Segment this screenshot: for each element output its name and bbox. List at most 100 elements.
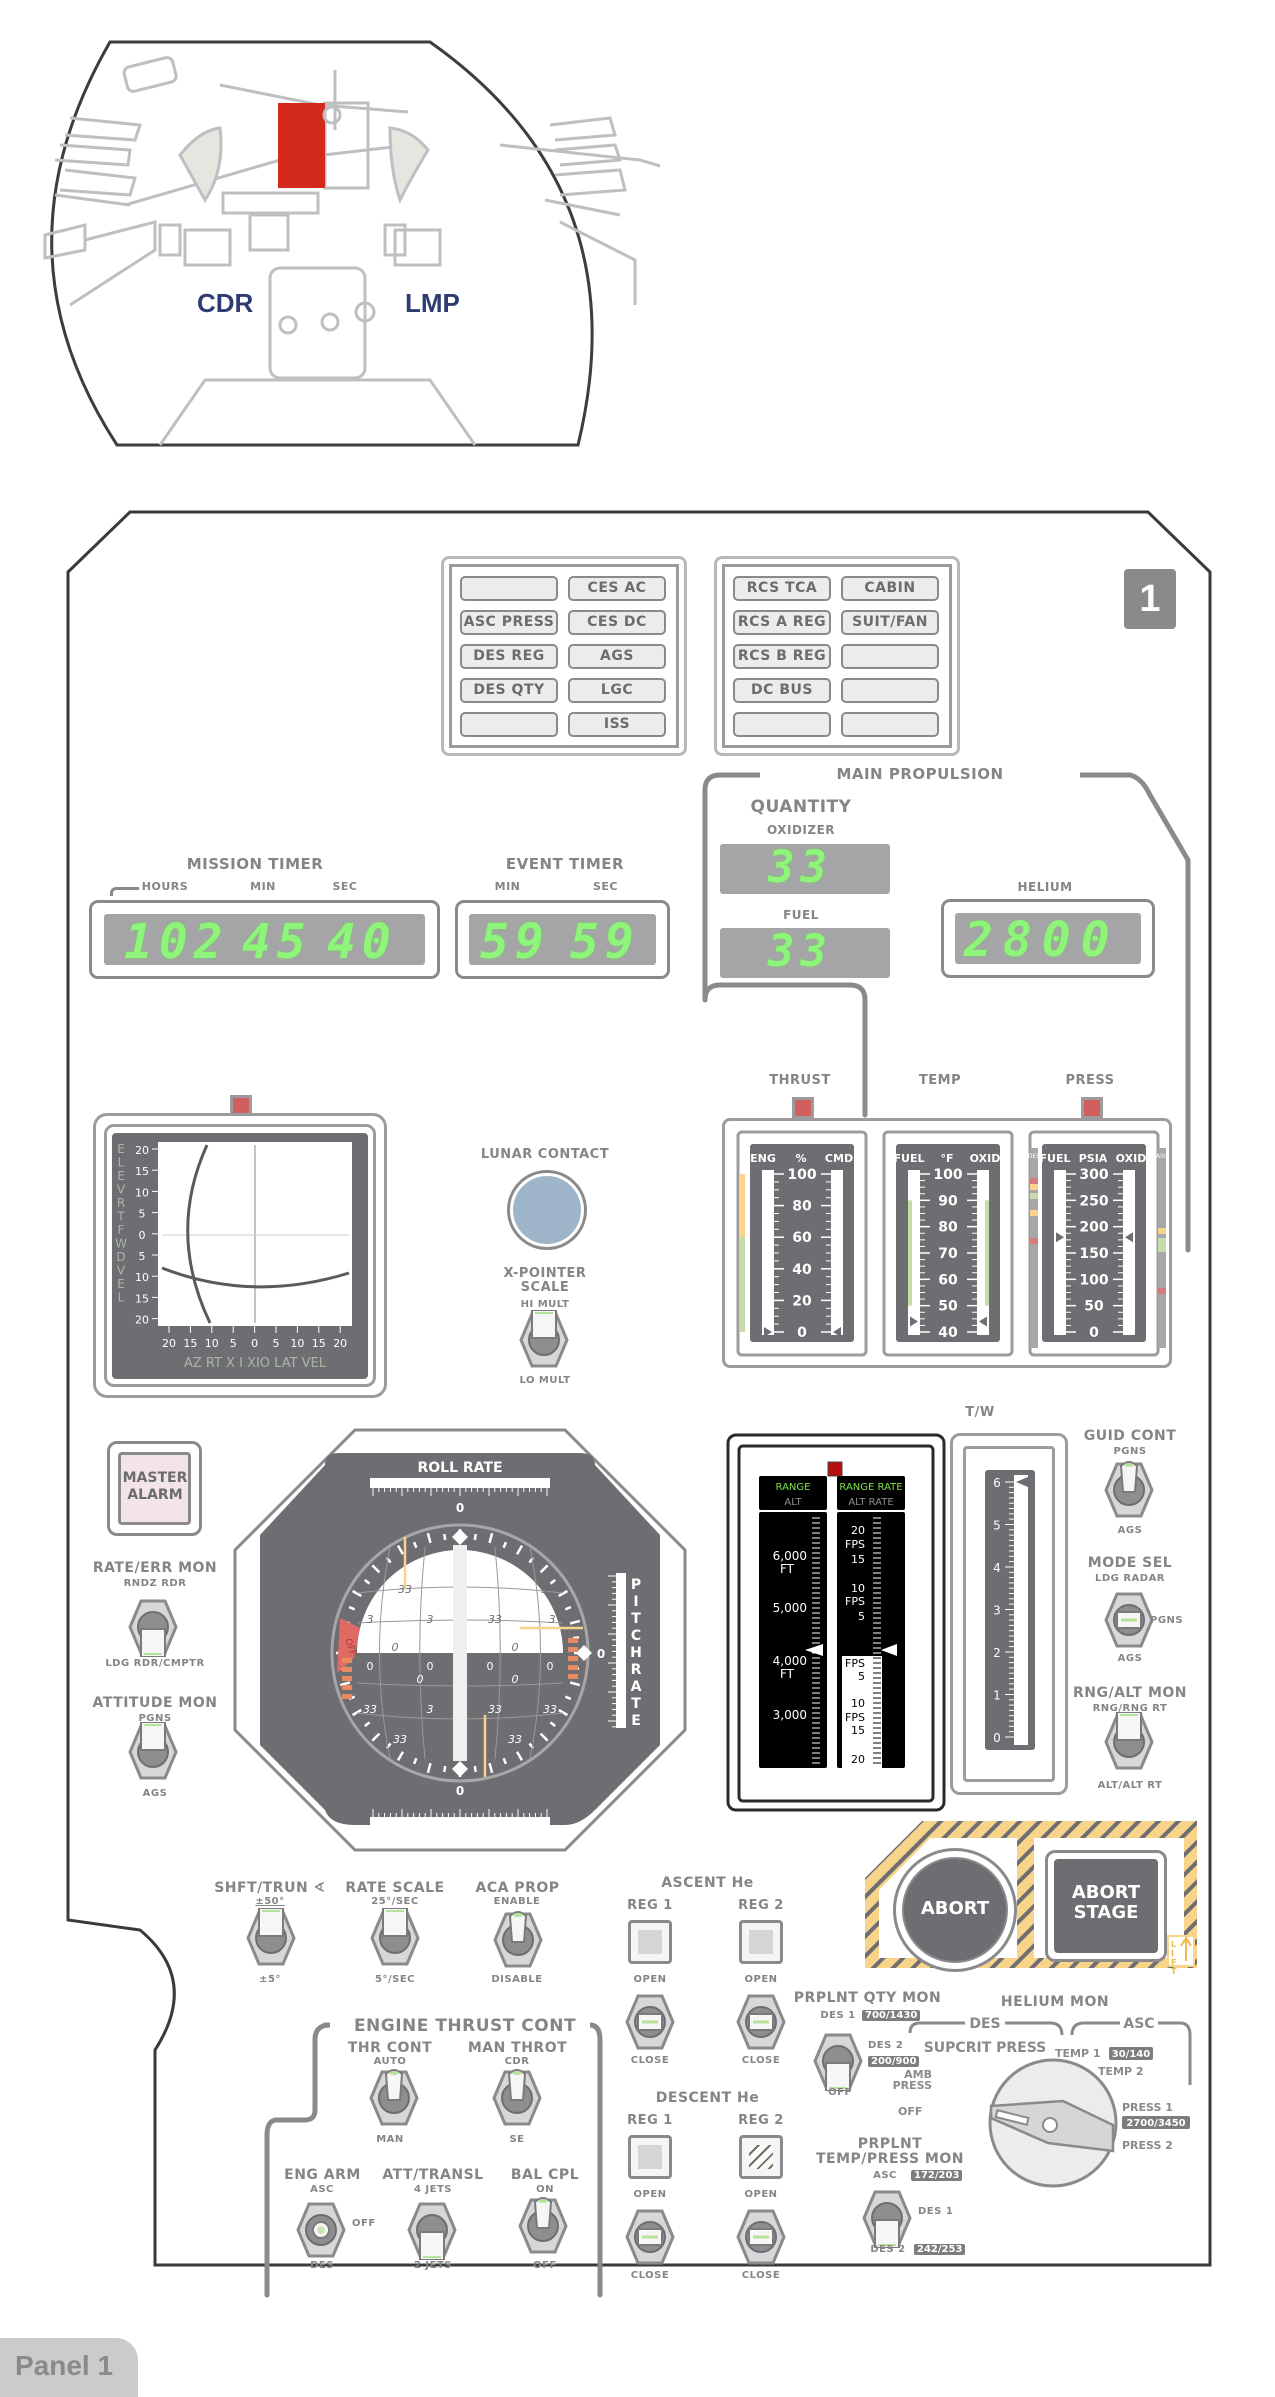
attitude-mon-toggle[interactable] [128,1721,178,1780]
mode-sel-toggle[interactable] [1104,1590,1154,1648]
ascent-he-reg1-close: CLOSE [630,2055,670,2066]
alt-tick: 6,000 [773,1549,807,1563]
caution-right-light [733,712,831,737]
abort-label: ABORT [920,1898,990,1919]
guid-cont-up: PGNS [1113,1446,1147,1457]
thrust-label: THRUST [769,1073,831,1088]
caution-right-light: DC BUS [733,678,831,703]
svg-text:R: R [631,1662,642,1678]
fdai-ball-mark: 0 [512,1641,519,1654]
temp-meter-header: °F [940,1152,953,1165]
ascent-he-reg1-switch[interactable] [625,1992,675,2050]
prplnt-qty-des1: DES 1 [820,2010,856,2021]
x-pointer-x-tick: 5 [230,1337,237,1350]
mission-timer-display: 102 45 40 [89,900,440,979]
press-tick-label: 200 [1079,1220,1108,1236]
att-transl-toggle[interactable] [407,2200,457,2261]
prplnt-temp-des1: DES 1 [918,2206,954,2217]
man-throt-up: CDR [504,2056,530,2067]
svg-text:V: V [117,1183,126,1197]
prplnt-temp-press-toggle[interactable] [862,2188,912,2249]
eng-arm-up: ASC [310,2184,334,2195]
temp-meter-header: FUEL [894,1152,925,1165]
rate-err-mon-title: RATE/ERR MON [92,1560,218,1576]
svg-text:A: A [631,1679,642,1695]
ascent-he-reg2-close: CLOSE [741,2055,781,2066]
thrust-tick-label: 60 [792,1230,812,1246]
alt-rate-pointer [881,1644,897,1656]
thr-cont-toggle[interactable] [369,2068,419,2126]
eng-arm-switch[interactable] [296,2200,346,2258]
altitude-tape [759,1512,827,1768]
fdai-roll-needle [453,1545,467,1761]
svg-text:D: D [116,1250,125,1264]
ascent-he-reg2-switch[interactable] [736,1992,786,2050]
rate-tick: 15 [851,1724,865,1737]
fdai-ball-mark: 3 [542,1583,549,1596]
tw-tick: 6 [993,1476,1001,1490]
des-strip [1030,1148,1038,1348]
press-tick-label: 150 [1079,1246,1108,1262]
att-transl-title: ATT/TRANSL [382,2167,484,2183]
rate-err-mon-toggle[interactable] [128,1597,178,1658]
descent-he-title: DESCENT He [655,2090,760,2106]
shft-trun-up: ±50° [255,1896,285,1907]
abort-stage-button[interactable]: ABORT STAGE [1045,1850,1167,1962]
highlighted-panel-1[interactable] [278,103,325,188]
shft-trun-toggle[interactable] [246,1907,296,1966]
rate-tick: 5 [858,1670,865,1683]
x-pointer-y-tick: 0 [139,1229,146,1242]
cabin-overview: CDR LMP [43,40,660,447]
descent-he-reg1-switch[interactable] [625,2207,675,2265]
master-alarm-button[interactable]: MASTER ALARM [107,1441,202,1536]
thrust-right-pointer [833,1327,841,1337]
x-pointer-y-tick: 20 [135,1144,149,1157]
attitude-mon-title: ATTITUDE MON [92,1695,218,1711]
temp-tick-label: 90 [938,1193,958,1209]
guid-cont-toggle[interactable] [1104,1460,1154,1518]
thrust-left-tape [762,1170,774,1335]
fuel-label: FUEL [783,908,819,922]
x-pointer-scale-toggle[interactable] [519,1309,569,1368]
lunar-contact-label: LUNAR CONTACT [480,1147,610,1162]
man-throt-toggle[interactable] [492,2068,542,2126]
svg-text:FT: FT [780,1562,795,1576]
x-pointer-bottom-label: AZ RT X I XIO LAT VEL [184,1356,327,1371]
x-pointer-horizontal-needle [161,1266,350,1289]
rng-alt-mon-up: RNG/RNG RT [1092,1703,1168,1714]
prplnt-qty-des2: DES 2 [868,2040,904,2051]
aca-prop-toggle[interactable] [493,1910,543,1968]
svg-text:AMB: AMB [904,2068,932,2081]
prplnt-qty-mon-toggle[interactable] [813,2031,863,2092]
caution-left-light: ISS [568,712,666,737]
press-left-tape [1054,1170,1066,1335]
svg-text:ASC: ASC [1156,1153,1168,1160]
panel-tab[interactable]: Panel 1 [0,2338,138,2397]
descent-he-reg2-switch[interactable] [736,2207,786,2265]
rate-tick: 15 [851,1553,865,1566]
event-min-label: MIN [494,880,521,893]
press1-label: PRESS 1 [1122,2101,1173,2114]
bal-cpl-toggle[interactable] [518,2196,568,2254]
fdai-ball-mark: 3 [427,1613,434,1626]
tw-label: T/W [965,1405,995,1420]
event-timer-title: EVENT TIMER [505,855,625,873]
fdai-ball-mark: 3 [549,1613,556,1626]
temp-label: TEMP [918,1073,962,1088]
x-pointer-x-tick: 10 [290,1337,304,1350]
press-meter-header: PSIA [1079,1152,1108,1165]
alt-rate-label: ALT RATE [848,1497,893,1508]
thrust-warning-light [792,1097,814,1119]
svg-text:L: L [118,1291,125,1305]
oxidizer-label: OXIDIZER [766,823,836,837]
rate-scale-toggle[interactable] [370,1907,420,1966]
abort-button[interactable]: ABORT [893,1848,1017,1972]
rate-err-mon-up: RNDZ RDR [123,1578,187,1589]
x-pointer-x-tick: 10 [205,1337,219,1350]
rng-alt-mon-toggle[interactable] [1104,1711,1154,1770]
